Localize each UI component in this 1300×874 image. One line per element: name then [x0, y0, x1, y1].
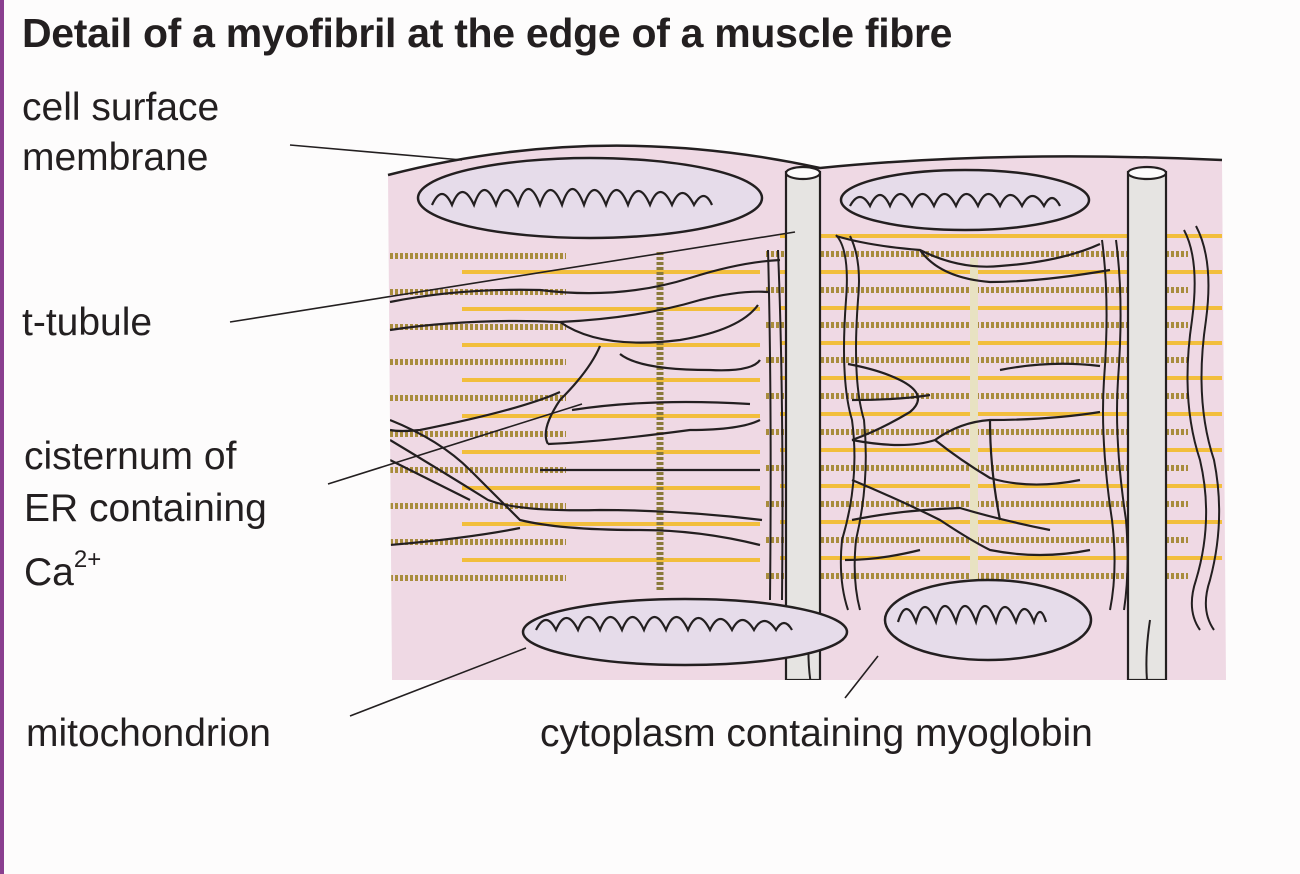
t-tubule-1: [784, 165, 822, 680]
label-cytoplasm: cytoplasm containing myoglobin: [540, 712, 1093, 755]
leader-line-cell-surface-membrane: [289, 144, 463, 161]
leader-line-cytoplasm: [844, 655, 879, 699]
label-cell-surface-membrane-line2: membrane: [22, 136, 209, 179]
thick-filaments-left: [390, 253, 566, 581]
label-cell-surface-membrane-line1: cell surface: [22, 86, 220, 129]
leader-line-mitochondrion: [349, 647, 527, 717]
page-edge-rule: [0, 0, 4, 874]
label-mitochondrion: mitochondrion: [26, 712, 271, 755]
leader-line-cisternum: [327, 403, 583, 485]
sarcoplasmic-reticulum-right: [835, 234, 1111, 562]
mitochondrion-bottom-left: [521, 597, 849, 667]
leader-line-t-tubule: [229, 231, 796, 323]
mitochondrion-top-left: [416, 156, 764, 240]
mitochondrion-bottom-right: [883, 578, 1093, 662]
label-cisternum-line3: Ca2+: [24, 548, 101, 598]
sarcoplasmic-reticulum-left: [389, 258, 781, 547]
cell-surface-membrane: [387, 144, 1223, 177]
label-cisternum-line1: cisternum of: [24, 435, 237, 478]
t-tubule-2: [1126, 165, 1168, 680]
mitochondrion-top-right: [839, 168, 1091, 232]
leader-lines: [229, 144, 879, 717]
label-calcium-symbol: Ca: [24, 551, 74, 594]
label-cisternum-line2: ER containing: [24, 487, 267, 530]
label-calcium-charge: 2+: [73, 546, 102, 573]
label-t-tubule: t-tubule: [22, 301, 153, 344]
diagram-title: Detail of a myofibril at the edge of a m…: [22, 10, 953, 56]
